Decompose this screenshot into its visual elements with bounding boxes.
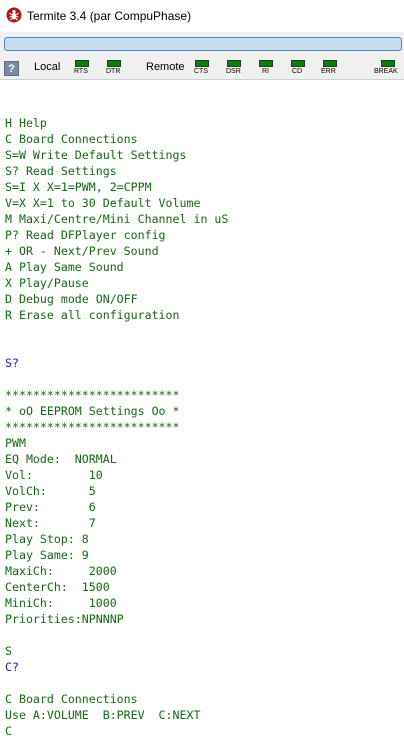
sent-line: C? [5,660,19,674]
received-line: Next: 7 [5,516,96,530]
received-line: PWM [5,436,26,450]
dtr-label: DTR [106,68,121,75]
window-title: Termite 3.4 (par CompuPhase) [27,9,192,23]
received-line: * oO EEPROM Settings Oo * [5,404,180,418]
received-line: S=I X X=1=PWM, 2=CPPM [5,180,152,194]
received-line: A Play Same Sound [5,260,124,274]
cts-led [195,60,209,67]
sent-line: S? [5,356,19,370]
rts-led[interactable] [75,60,89,67]
received-line: EQ Mode: NORMAL [5,452,117,466]
received-line: S [5,644,12,658]
received-line: ************************* [5,388,180,402]
received-line: Use A:VOLUME B:PREV C:NEXT [5,708,201,722]
received-line: Play Stop: 8 [5,532,89,546]
ri-label: RI [262,68,269,75]
ri-led [259,60,273,67]
received-line: Play Same: 9 [5,548,89,562]
received-line: + OR - Next/Prev Sound [5,244,159,258]
cts-label: CTS [194,68,208,75]
received-line: Vol: 10 [5,468,103,482]
title-bar: Termite 3.4 (par CompuPhase) [0,0,404,32]
remote-label: Remote [146,61,185,73]
received-line: S=W Write Default Settings [5,148,187,162]
help-button[interactable]: ? [4,61,19,76]
received-line: Priorities:NPNNNP [5,612,124,626]
received-line: Prev: 6 [5,500,96,514]
received-line: H Help [5,116,47,130]
received-line: MiniCh: 1000 [5,596,117,610]
received-line: VolCh: 5 [5,484,96,498]
received-line: M Maxi/Centre/Mini Channel in uS [5,212,229,226]
received-line: ************************* [5,420,180,434]
received-line: P? Read DFPlayer config [5,228,166,242]
signal-bar: ? Local RTS DTR Remote CTS DSR RI CD ERR… [0,59,404,79]
send-bar [0,32,404,59]
received-line: D Debug mode ON/OFF [5,292,138,306]
cd-led [291,60,305,67]
received-line: MaxiCh: 2000 [5,564,117,578]
dsr-label: DSR [226,68,241,75]
dsr-led [227,60,241,67]
break-led[interactable] [381,60,395,67]
received-line: R Erase all configuration [5,308,180,322]
cd-label: CD [292,68,303,75]
err-label: ERR [321,68,336,75]
received-line: X Play/Pause [5,276,89,290]
received-line: C Board Connections [5,132,138,146]
received-line: S? Read Settings [5,164,117,178]
rts-label: RTS [74,68,88,75]
local-label: Local [34,61,61,73]
received-line: CenterCh: 1500 [5,580,110,594]
dtr-led[interactable] [107,60,121,67]
send-input[interactable] [4,37,402,51]
err-led [323,60,337,67]
break-label: BREAK [374,68,398,75]
termite-app-icon [6,7,22,23]
received-line: C Board Connections [5,692,138,706]
received-line: C [5,724,12,738]
received-line: V=X X=1 to 30 Default Volume [5,196,201,210]
